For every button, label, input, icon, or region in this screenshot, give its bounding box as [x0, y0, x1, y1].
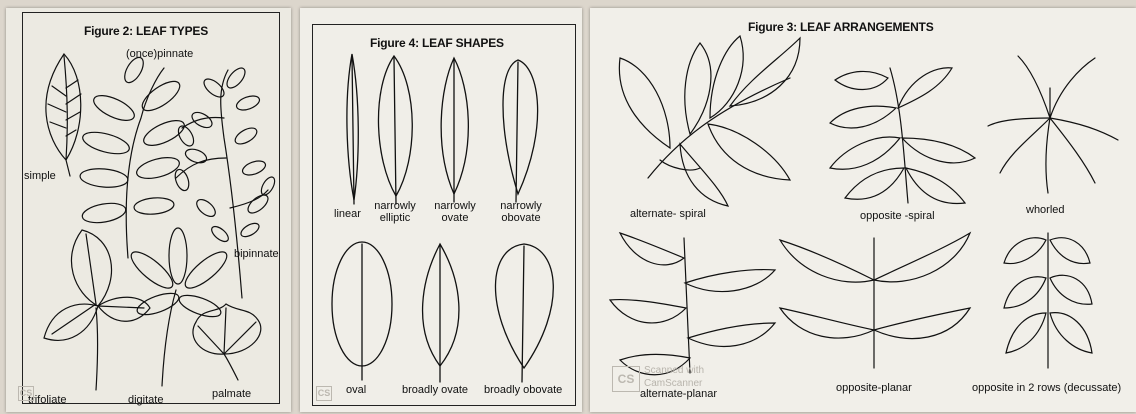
simple-leaf	[46, 54, 81, 176]
label-oval: oval	[346, 384, 366, 396]
label-alternate-planar: alternate-planar	[640, 388, 717, 400]
label-opposite-spiral: opposite -spiral	[860, 210, 935, 222]
trifoliate-leaf	[44, 230, 150, 390]
opposite-spiral-branch	[830, 68, 975, 204]
label-narrowly-obovate: narrowly obovate	[494, 200, 548, 224]
label-alternate-spiral: alternate- spiral	[630, 208, 706, 220]
opposite-planar-branch	[780, 233, 970, 368]
leaf-broadly-obovate	[495, 244, 553, 382]
leaf-types-illustration	[6, 8, 291, 412]
label-linear: linear	[334, 208, 361, 220]
leaf-shapes-title: Figure 4: LEAF SHAPES	[370, 36, 504, 50]
leaf-oval	[332, 242, 392, 380]
digitate-leaf	[126, 228, 231, 386]
bipinnate-leaf	[173, 65, 278, 298]
leaf-narrowly-obovate	[503, 60, 538, 202]
label-narrowly-obovate-line2: obovate	[494, 212, 548, 224]
alternate-spiral-branch	[619, 36, 800, 206]
label-narrowly-elliptic-line1: narrowly	[370, 200, 420, 212]
decussate-branch	[1004, 233, 1092, 368]
leaf-narrowly-elliptic	[378, 56, 412, 204]
watermark-line-2: CamScanner	[644, 378, 702, 389]
label-palmate: palmate	[212, 388, 251, 400]
leaf-linear	[347, 54, 358, 204]
label-opposite-planar: opposite-planar	[836, 382, 912, 394]
label-bipinnate: bipinnate	[234, 248, 279, 260]
leaf-types-title: Figure 2: LEAF TYPES	[84, 24, 208, 38]
whorled-branch	[988, 56, 1118, 193]
watermark-line-1: Scanned with	[644, 365, 704, 376]
label-simple: simple	[24, 170, 56, 182]
label-opposite-in-2-rows: opposite in 2 rows (decussate)	[972, 382, 1121, 394]
label-narrowly-ovate: narrowly ovate	[430, 200, 480, 224]
label-whorled: whorled	[1026, 204, 1065, 216]
label-narrowly-elliptic-line2: elliptic	[370, 212, 420, 224]
leaf-arrangements-page: Figure 3: LEAF ARRANGEMENTS alternate- s…	[590, 8, 1136, 412]
label-broadly-obovate: broadly obovate	[484, 384, 562, 396]
label-narrowly-obovate-line1: narrowly	[494, 200, 548, 212]
label-digitate: digitate	[128, 394, 163, 406]
leaf-narrowly-ovate	[441, 58, 468, 202]
label-narrowly-elliptic: narrowly elliptic	[370, 200, 420, 224]
watermark-badge-2: CS	[316, 386, 332, 401]
label-narrowly-ovate-line2: ovate	[430, 212, 480, 224]
pinnate-leaf	[79, 54, 187, 258]
leaf-types-page: Figure 2: LEAF TYPES (once)pinnate simpl…	[6, 8, 291, 412]
alternate-planar-branch	[610, 233, 775, 375]
watermark-badge-1: CS	[18, 386, 34, 401]
label-pinnate: (once)pinnate	[126, 48, 193, 60]
leaf-arrangements-title: Figure 3: LEAF ARRANGEMENTS	[748, 20, 934, 34]
label-broadly-ovate: broadly ovate	[402, 384, 468, 396]
label-narrowly-ovate-line1: narrowly	[430, 200, 480, 212]
leaf-shapes-page: Figure 4: LEAF SHAPES linear narrowly el…	[300, 8, 582, 412]
leaf-broadly-ovate	[423, 244, 459, 382]
watermark-badge-3: CS	[612, 366, 640, 392]
